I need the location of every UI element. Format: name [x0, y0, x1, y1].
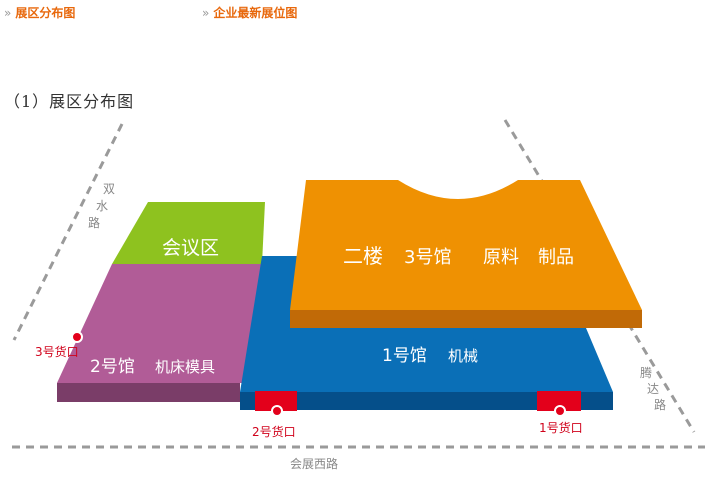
- conference-area-top: [112, 202, 265, 264]
- hall-3-category2: 制品: [538, 247, 574, 268]
- gate-2[interactable]: 2号货口: [252, 391, 297, 439]
- hall-3-top: [290, 180, 642, 310]
- gate-2-marker: [255, 391, 297, 411]
- hall-3[interactable]: 二楼 3号馆 原料 制品: [290, 180, 642, 328]
- hall-1[interactable]: 1号馆 机械: [240, 256, 613, 410]
- gate-3[interactable]: 3号货口: [35, 331, 83, 359]
- road-label-left-3: 路: [88, 215, 100, 230]
- hall-1-category: 机械: [448, 347, 478, 365]
- hall-2-side: [57, 383, 240, 402]
- chevron-icon: »: [4, 6, 12, 20]
- hall-2-top: [57, 264, 262, 383]
- gate-2-label: 2号货口: [252, 424, 296, 439]
- gate-1-label: 1号货口: [539, 420, 583, 435]
- road-label-bottom: 会展西路: [290, 456, 338, 471]
- hall-3-floor: 二楼: [343, 244, 383, 268]
- hall-1-top: [240, 256, 613, 392]
- hall-2-category: 机床模具: [155, 358, 215, 376]
- nav-link-label: 展区分布图: [15, 6, 76, 20]
- road-label-right-1: 腾: [640, 365, 652, 380]
- road-label-right-2: 达: [647, 382, 659, 396]
- nav-link-exhibition-map[interactable]: »展区分布图: [4, 4, 75, 21]
- conference-area-label: 会议区: [162, 237, 219, 259]
- conference-area[interactable]: 会议区: [112, 202, 265, 264]
- gate-3-pin-icon: [71, 331, 83, 343]
- road-label-left-1: 双: [103, 182, 115, 196]
- road-label-right-3: 路: [654, 397, 666, 412]
- gate-3-label: 3号货口: [35, 344, 79, 359]
- gate-1[interactable]: 1号货口: [537, 391, 583, 435]
- hall-2[interactable]: 2号馆 机床模具: [57, 264, 262, 402]
- hall-3-category: 原料: [483, 247, 519, 268]
- gate-1-pin-icon: [554, 405, 566, 417]
- gate-2-pin-icon: [271, 405, 283, 417]
- nav-link-label: 企业最新展位图: [213, 6, 298, 20]
- hall-3-name: 3号馆: [404, 247, 451, 268]
- hall-3-side: [290, 310, 642, 328]
- nav-link-booth-map[interactable]: »企业最新展位图: [202, 4, 297, 21]
- gate-1-marker: [537, 391, 581, 411]
- hall-1-side: [240, 392, 613, 410]
- section-heading: （1）展区分布图: [4, 92, 135, 111]
- chevron-icon: »: [202, 6, 210, 20]
- hall-1-name: 1号馆: [382, 346, 427, 366]
- road-line-left: [12, 123, 124, 341]
- road-label-left-2: 水: [96, 199, 108, 213]
- hall-2-name: 2号馆: [90, 357, 135, 377]
